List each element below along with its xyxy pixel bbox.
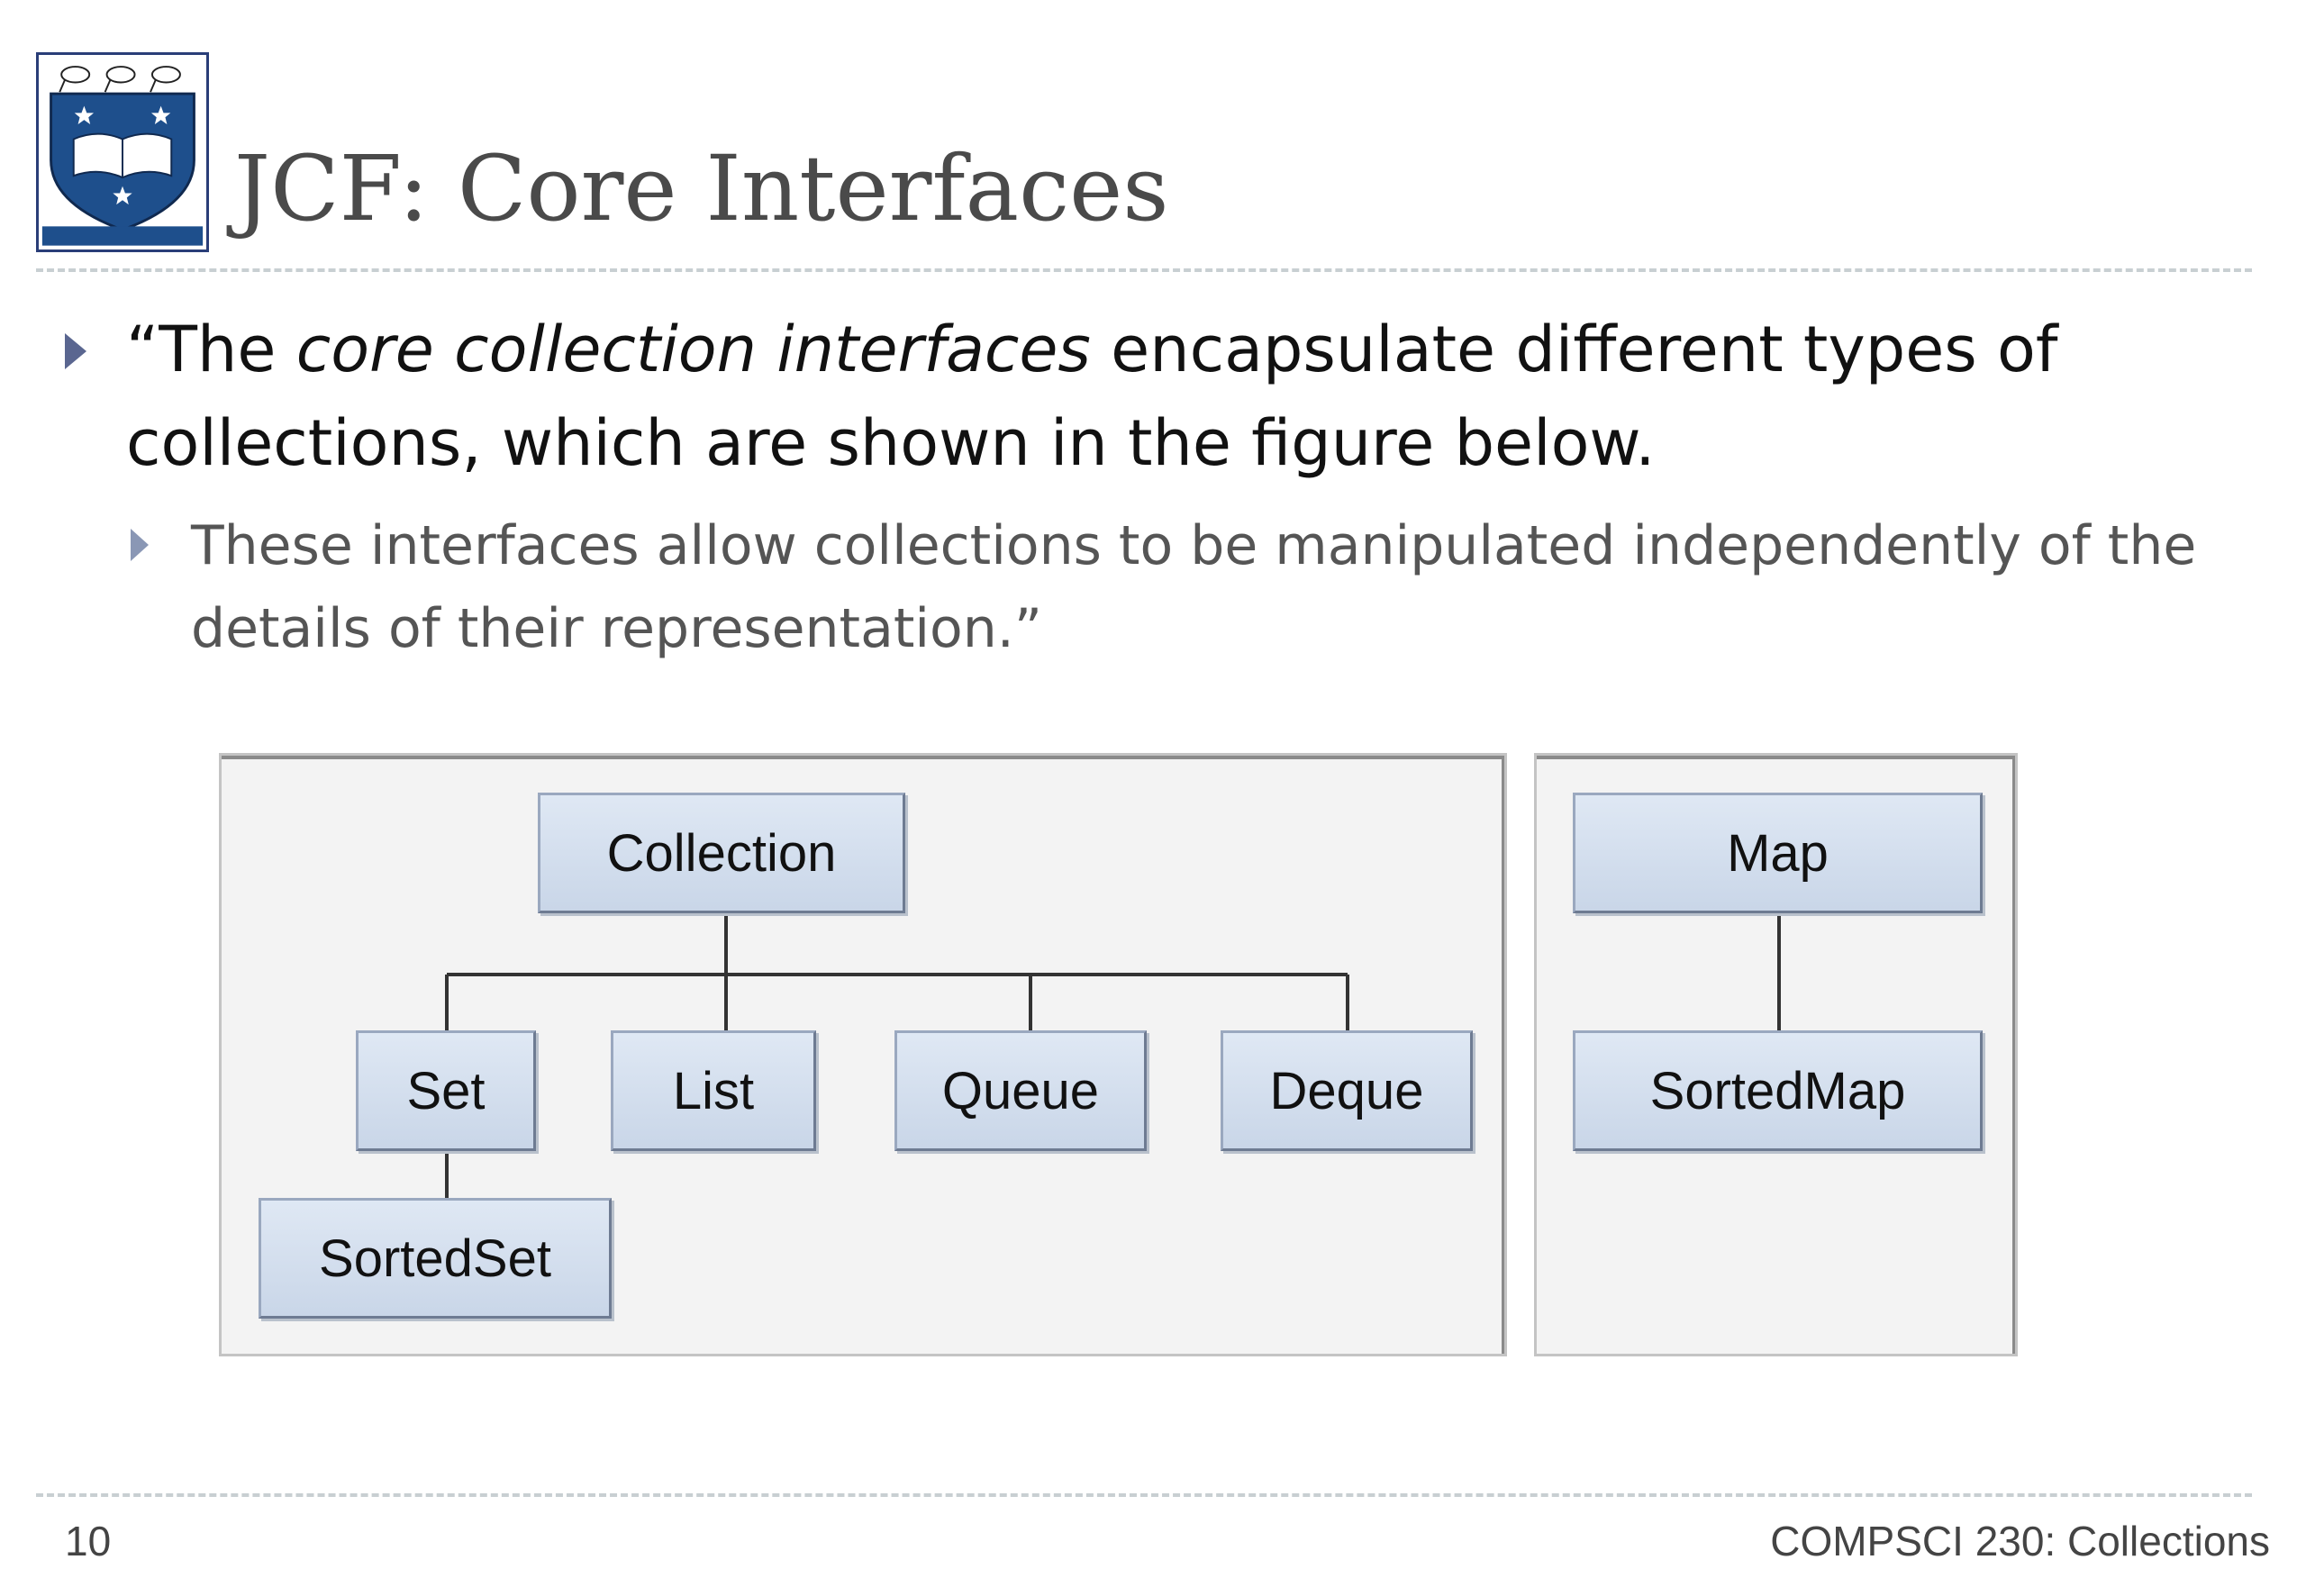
university-logo	[36, 52, 209, 252]
node-sortedset: SortedSet	[259, 1198, 612, 1319]
bullet-secondary: These interfaces allow collections to be…	[191, 514, 2197, 660]
bullet-primary-rest: encapsulate different types of collectio…	[126, 313, 2058, 480]
node-set: Set	[356, 1030, 536, 1151]
title-divider	[36, 268, 2252, 272]
node-sortedmap: SortedMap	[1573, 1030, 1983, 1151]
bullet-primary-emphasis: core collection interfaces	[295, 313, 1091, 386]
bullet-arrow-icon	[65, 333, 86, 369]
node-map: Map	[1573, 793, 1983, 913]
node-list: List	[611, 1030, 816, 1151]
node-deque: Deque	[1221, 1030, 1473, 1151]
page-number: 10	[65, 1518, 112, 1564]
node-queue: Queue	[894, 1030, 1147, 1151]
bullet-primary: “The core collection interfaces encapsul…	[126, 303, 2225, 490]
footer-divider	[36, 1493, 2252, 1497]
bullet-primary-open: “The	[126, 313, 296, 386]
crest-icon	[39, 55, 206, 249]
node-collection: Collection	[538, 793, 905, 913]
course-footer: COMPSCI 230: Collections	[1770, 1518, 2270, 1564]
sub-bullet-arrow-icon	[131, 529, 149, 561]
slide-title: JCF: Core Interfaces	[234, 136, 1169, 241]
